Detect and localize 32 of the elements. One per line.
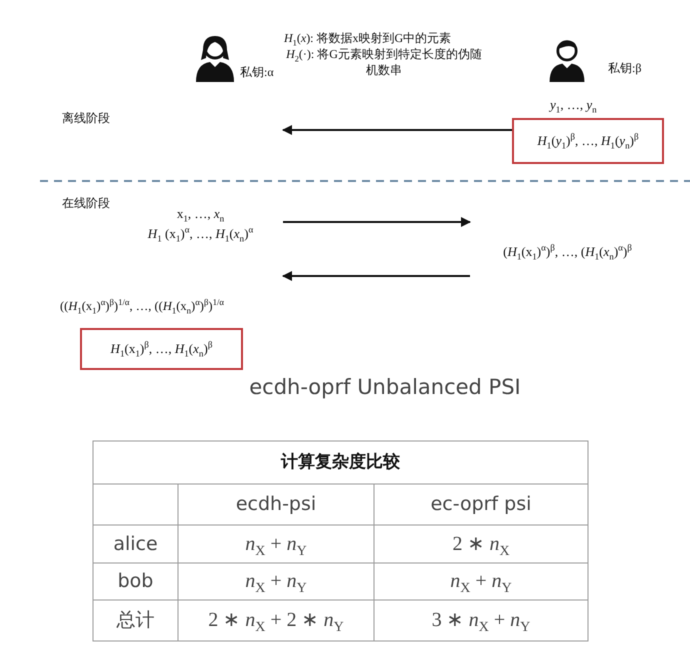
definition-text: H$_{2}$(·): 将G元素映射到特定长度的伪随机数串	[285, 46, 483, 78]
math-expression: x$_{1}$, …, x$_{n}$	[176, 206, 224, 222]
math-expression: H$_{1}$(x$_{1}$)$^{β}$, …, H$_{1}$(x$_{n}$)$^{β}$	[110, 341, 212, 357]
column-header: ec-oprf psi	[430, 492, 532, 517]
private-key-label: 私钥:α	[240, 64, 274, 81]
table-cell-text: n$_{X}$ + n$_{Y}$	[244, 569, 308, 598]
table-title: 计算复杂度比较	[280, 451, 401, 474]
table-cell-text: n$_{X}$ + n$_{Y}$	[449, 569, 513, 598]
arrow	[282, 271, 470, 281]
table-cell-text: n$_{X}$ + n$_{Y}$	[244, 532, 308, 561]
math-expression: ((H$_{1}$(x$_{1}$)$^{α}$)$^{β}$)$^{1/α}$, …, ((H$_{1}$(x$_{n}$)$^{α}$)$^{β}$)$^{1/α}$	[60, 299, 224, 314]
math-expression: H$_{1}$ (x$_{1}$)$^{α}$, …, H$_{1}$(x$_{n}$)$^{α}$	[148, 226, 254, 242]
row-header: alice	[112, 532, 159, 557]
table-cell-text: 2 ∗ n$_{X}$	[451, 532, 511, 561]
phase-label: 在线阶段	[62, 195, 110, 212]
arrow	[282, 125, 512, 135]
result-box	[512, 118, 664, 164]
definition-text: H$_{1}$(x): 将数据x映射到G中的元素	[284, 30, 452, 47]
math-expression: (H$_{1}$(x$_{1}$)$^{α}$)$^{β}$, …, (H$_{1}$(x$_{n}$)$^{α}$)$^{β}$	[503, 244, 632, 260]
column-header: ecdh-psi	[234, 492, 318, 517]
arrow	[283, 217, 471, 227]
math-expression: H$_{1}$(y$_{1}$)$^{β}$, …, H$_{1}$(y$_{n}$)$^{β}$	[537, 133, 639, 149]
person-icon	[193, 34, 237, 82]
row-header: 总计	[116, 608, 156, 633]
private-key-label: 私钥:β	[608, 60, 642, 77]
result-box	[80, 328, 243, 370]
row-header: bob	[116, 569, 154, 594]
diagram-title: ecdh-oprf Unbalanced PSI	[248, 375, 522, 399]
table-cell-text: 3 ∗ n$_{X}$ + n$_{Y}$	[430, 608, 532, 637]
table-cell-text: 2 ∗ n$_{X}$ + 2 ∗ n$_{Y}$	[207, 608, 345, 637]
phase-label: 离线阶段	[62, 110, 110, 127]
math-expression: y$_{1}$, …, y$_{n}$	[550, 97, 597, 113]
